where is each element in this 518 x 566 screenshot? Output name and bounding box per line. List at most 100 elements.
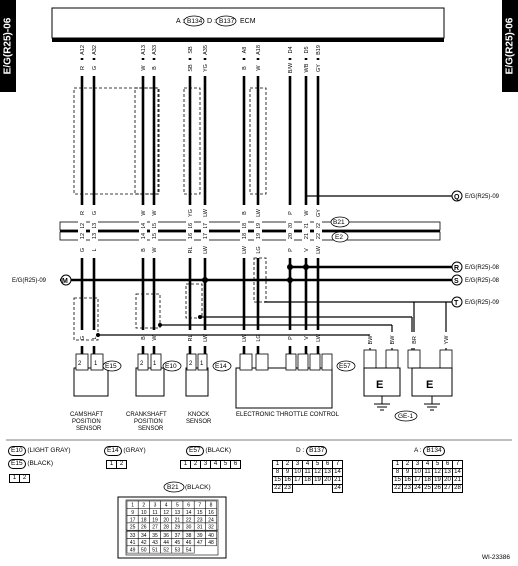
ground-wire-color-bg (366, 332, 374, 348)
b21-pin-number: 4 (165, 503, 168, 509)
pin-cell: 21 (332, 476, 343, 485)
pin-cell: 24 (332, 484, 343, 493)
b21-pin-bg (286, 218, 294, 234)
svg-text:E/G(R25)-08: E/G(R25)-08 (465, 265, 500, 271)
ecm-pin-label: D5 (304, 46, 310, 53)
ecm-connector-a: B134 (187, 18, 203, 25)
b21-pin-number: 3 (154, 503, 157, 509)
wire-color-top-bg (302, 60, 310, 76)
pin-cell: 3 (200, 460, 211, 469)
ground-wire-color: BW (368, 335, 374, 345)
b21-pin-number: 9 (131, 510, 134, 516)
pin-cell: 26 (432, 484, 443, 493)
b21-pin-number: 32 (208, 525, 214, 531)
ecm-pin-label-bg (201, 42, 209, 58)
ecm-pin-label-bg (78, 42, 86, 58)
wire-color-lower-bg (90, 242, 98, 258)
b21-pin-number: 27 (152, 525, 158, 531)
b21-pin: 12 (80, 223, 86, 229)
b21-pin-number: 22 (186, 517, 192, 523)
legend-d-tag: B137 (306, 446, 328, 456)
e2-pin: 21 (304, 233, 310, 239)
b21-pin-number: 12 (163, 510, 169, 516)
svg-text:GE-1: GE-1 (398, 413, 414, 420)
legend-e14-tag: E14 (104, 446, 122, 456)
b21-pin-number: 33 (130, 533, 136, 539)
b21-pin: 18 (242, 223, 248, 229)
wire-color-bottom-bg (254, 330, 262, 346)
legend-e57-desc: (BLACK) (205, 447, 232, 454)
pin-cell: 11 (302, 468, 313, 477)
wire-color-lower: L (92, 248, 98, 251)
pin-cell: 24 (412, 484, 423, 493)
e2-pin: 17 (203, 233, 209, 239)
throttle-connector: E57 (235, 353, 356, 409)
footer-code: WI-23386 (481, 554, 510, 561)
wire-color-bottom-bg (150, 330, 158, 346)
e2-pin: 14 (141, 233, 147, 239)
crossref-t: T E/G(R25)-09 (451, 296, 500, 308)
b21-pin-number: 16 (208, 510, 214, 516)
wire-color-lower-bg (240, 242, 248, 258)
wire-color-bottom: LW (203, 333, 209, 342)
pin-cell: 4 (422, 460, 433, 469)
b21-pin-number: 6 (187, 503, 190, 509)
pin-cell: 1 (272, 460, 283, 469)
wire-color-top-bg (78, 60, 86, 76)
wire-color-bottom: B (141, 336, 147, 340)
b21-pin-cell (205, 538, 217, 547)
page-tab-right: E/G(R25)-06 (502, 0, 518, 92)
b21-pin-number: 53 (175, 548, 181, 554)
b21-pin: 16 (188, 223, 194, 229)
e2-band (59, 231, 441, 241)
pin-cell: 16 (402, 476, 413, 485)
pin-cell: 5 (312, 460, 323, 469)
b21-pin-cell (182, 545, 195, 554)
shield-box-2 (134, 87, 160, 195)
e2-pin-bg (90, 228, 98, 244)
e2-pin-bg (186, 228, 194, 244)
pin-cell: 2 (282, 460, 293, 469)
wire-color-mid-bg (78, 205, 86, 221)
b21-pin-number: 52 (163, 548, 169, 554)
shield-box-3 (183, 87, 201, 195)
wire-color-lower-bg (201, 242, 209, 258)
b21-pin-number: 42 (141, 540, 147, 546)
legend-a-b134: A : B134 (414, 446, 445, 456)
e2-pin-bg (139, 228, 147, 244)
ecm-pin-label-bg (186, 42, 194, 58)
ecm-connector-d: B137 (219, 18, 235, 25)
ecm-pin-label-bg (90, 42, 98, 58)
ecm-name: ECM (240, 18, 256, 25)
wire-color-lower: V (304, 248, 310, 252)
e2-tag (331, 231, 349, 243)
pin-cell: 28 (452, 484, 463, 493)
wire-color-mid-bg (139, 205, 147, 221)
pin-cell: 5 (432, 460, 443, 469)
e2-pin: 15 (152, 233, 158, 239)
b21-pin-bg (254, 218, 262, 234)
b21-pin: 17 (203, 223, 209, 229)
e2-pin-bg (286, 228, 294, 244)
ecm-box (51, 7, 445, 39)
wire-color-lower-bg (78, 242, 86, 258)
e2-pin-bg (150, 228, 158, 244)
wire-color-top: G (92, 66, 98, 70)
b21-pin-number: 19 (152, 517, 158, 523)
wire-color-bottom: L (92, 336, 98, 339)
legend-e14: E14 (GRAY) (104, 446, 146, 456)
ground-wire-color-bg (410, 332, 418, 348)
svg-text:B21: B21 (167, 484, 179, 491)
pin-cell: 1 (392, 460, 403, 469)
b21-pin: 22 (316, 223, 322, 229)
ground-wire-color-bg (442, 332, 450, 348)
svg-text:1: 1 (94, 361, 98, 367)
pin-cell: 8 (272, 468, 283, 477)
page-tab-left: E/G(R25)-06 (0, 0, 16, 92)
wire-color-bottom: W (152, 335, 158, 341)
pin-cell: 22 (392, 484, 403, 493)
camshaft-connector: E15 2 1 (73, 353, 122, 397)
pin-cell: 2 (402, 460, 413, 469)
